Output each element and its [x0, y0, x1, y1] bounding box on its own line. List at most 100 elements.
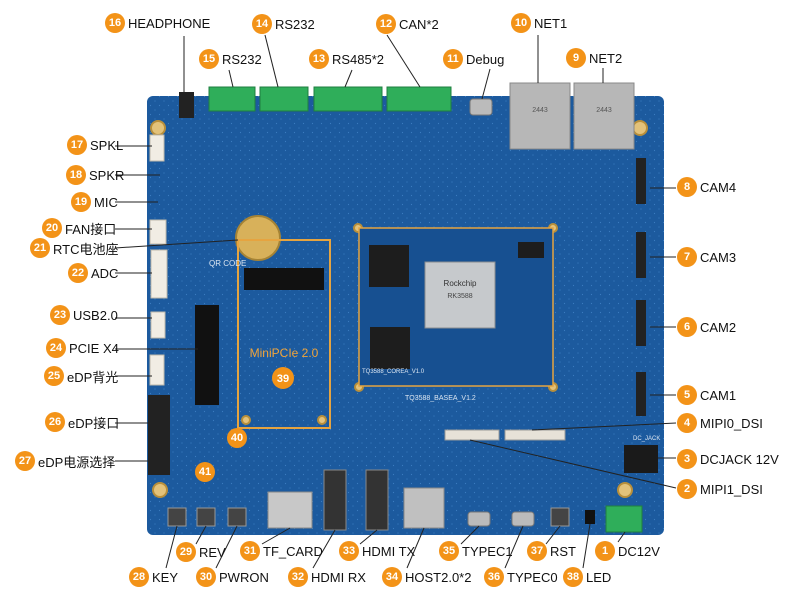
minipcie-number: 39	[277, 373, 289, 385]
leader-lines	[114, 34, 677, 569]
debug-port	[469, 98, 493, 116]
callout-number-badge: 32	[288, 567, 308, 587]
callout-number-badge: 38	[563, 567, 583, 587]
callout-number-badge: 11	[443, 49, 463, 69]
callout-label: HDMI TX	[362, 543, 416, 559]
mounting-holes	[150, 120, 648, 498]
callout-number-badge: 19	[71, 192, 91, 212]
callout-number-badge: 14	[252, 14, 272, 34]
callout-number-badge: 13	[309, 49, 329, 69]
callout-label: CAM3	[700, 249, 737, 265]
callout-label: DCJACK 12V	[700, 451, 779, 467]
callout-label: Debug	[466, 51, 505, 67]
callout-number-badge: 6	[677, 317, 697, 337]
callout-number-badge: 40	[227, 428, 247, 448]
qr-code-silk: QR CODE	[209, 259, 246, 268]
callout-number-badge: 33	[339, 541, 359, 561]
headphone-jack	[179, 92, 194, 118]
callout-number-badge: 16	[105, 13, 125, 33]
callout-number-badge: 17	[67, 135, 87, 155]
callout-number-badge: 15	[199, 49, 219, 69]
callout-label: RTC电池座	[53, 241, 119, 257]
left-headers	[149, 134, 168, 386]
callout-label: HOST2.0*2	[405, 569, 472, 585]
dsi-connectors	[444, 429, 566, 441]
core-silk: TQ3588_COREA_V1.0	[362, 369, 425, 375]
callout-label: RST	[550, 543, 576, 559]
dc-jack-silk: DC_JACK	[633, 436, 660, 442]
callout-number-badge: 30	[196, 567, 216, 587]
callout-label: PWRON	[219, 569, 269, 585]
net1-jack-label: 2443	[532, 107, 548, 114]
soc-brand: Rockchip	[444, 279, 477, 288]
callout-label: KEY	[152, 569, 179, 585]
callout-number-badge: 10	[511, 13, 531, 33]
core-module: Rockchip RK3588 TQ3588_COREA_V1.0	[358, 227, 554, 387]
callout-label: HDMI RX	[311, 569, 366, 585]
callout-number-badge: 4	[677, 413, 697, 433]
minipcie-area: QR CODE MiniPCIe 2.0 39	[209, 239, 331, 429]
callout-number-badge: 18	[66, 165, 86, 185]
callout-label: REV	[199, 544, 226, 560]
callout-number-badge: 5	[677, 385, 697, 405]
callout-label: CAM2	[700, 319, 737, 335]
callout-label: RS232	[275, 16, 315, 32]
minipcie-label: MiniPCIe 2.0	[250, 346, 319, 360]
callout-number-badge: 22	[68, 263, 88, 283]
net2-jack-label: 2443	[596, 107, 612, 114]
callout-label: eDP背光	[67, 369, 119, 385]
callout-label: CAM4	[700, 179, 737, 195]
callout-number-badge: 12	[376, 14, 396, 34]
soc-model: RK3588	[447, 293, 472, 300]
callout-label: CAN*2	[399, 16, 439, 32]
callout-label: MIC	[94, 194, 118, 210]
callout-label: RS485*2	[332, 51, 385, 67]
callout-label: LED	[586, 569, 612, 585]
bottom-connectors	[167, 469, 595, 531]
rtc-battery	[235, 215, 281, 261]
callout-label: NET1	[534, 15, 568, 31]
callout-label: NET2	[589, 50, 623, 66]
callout-label: CAM1	[700, 387, 737, 403]
callout-label: SPKL	[90, 137, 124, 153]
base-silk: TQ3588_BASEA_V1.2	[405, 395, 476, 402]
callout-number-badge: 9	[566, 48, 586, 68]
callout-label: TYPEC0	[507, 569, 558, 585]
callout-label: USB2.0	[73, 307, 118, 323]
pcie-slot	[195, 305, 219, 405]
callout-label: DC12V	[618, 543, 660, 559]
callout-41: 41	[195, 462, 215, 482]
callout-number-badge: 25	[44, 366, 64, 386]
callout-number-badge: 35	[439, 541, 459, 561]
callout-label: TF_CARD	[263, 543, 323, 559]
callout-number-badge: 1	[595, 541, 615, 561]
callout-number-badge: 20	[42, 218, 62, 238]
camera-connectors	[636, 158, 646, 416]
callout-label: ADC	[91, 265, 119, 281]
terminal-blocks	[208, 86, 643, 533]
callout-40: 40	[227, 428, 247, 448]
